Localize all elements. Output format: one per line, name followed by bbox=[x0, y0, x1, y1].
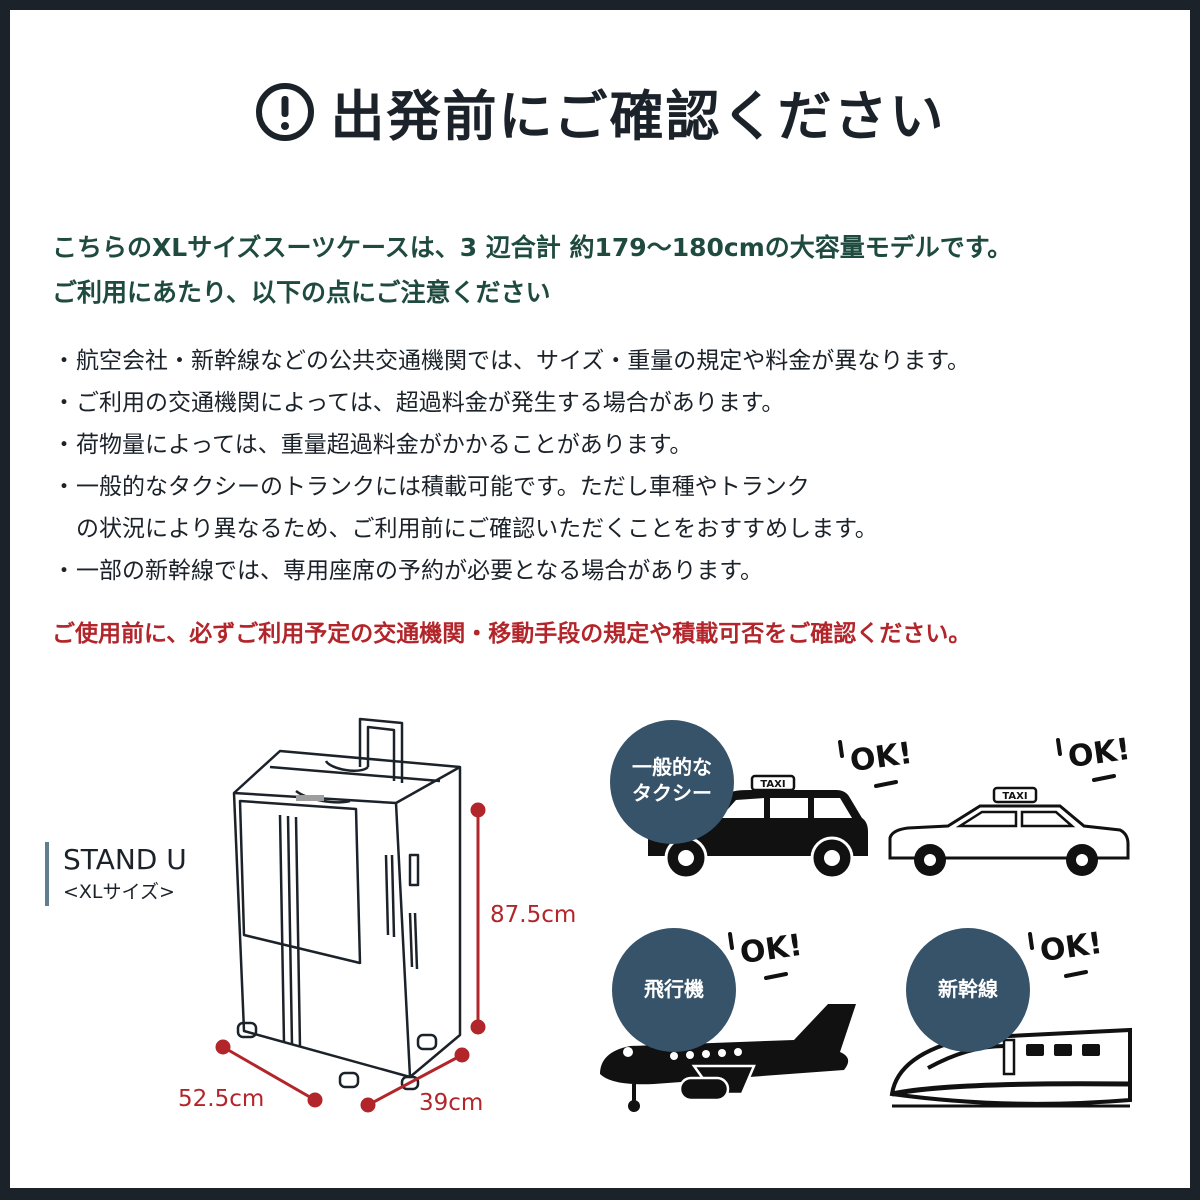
plane-badge bbox=[612, 928, 736, 1052]
note-item: ・一部の新幹線では、専用座席の予約が必要となる場合があります。 bbox=[52, 558, 764, 584]
note-item: ・航空会社・新幹線などの公共交通機関では、サイズ・重量の規定や料金が異なります。 bbox=[52, 348, 971, 374]
depth-dimension: 39cm bbox=[419, 1090, 484, 1116]
taxi-badge bbox=[610, 720, 734, 844]
width-dimension: 52.5cm bbox=[178, 1086, 265, 1112]
dimension-lines bbox=[215, 802, 486, 1113]
product-size-label: <XLサイズ> bbox=[63, 881, 175, 903]
taxi-badge-label: 一般的な タクシー bbox=[632, 755, 712, 805]
intro-line-2: ご利用にあたり、以下の点にご注意ください bbox=[52, 278, 551, 307]
note-item-continuation: の状況により異なるため、ご利用前にご確認いただくことをおすすめします。 bbox=[76, 516, 878, 542]
exclamation-circle-icon bbox=[255, 82, 314, 141]
train-badge bbox=[906, 928, 1030, 1052]
product-name: STAND U bbox=[63, 843, 187, 876]
note-item: ・一般的なタクシーのトランクには積載可能です。ただし車種やトランク bbox=[52, 474, 810, 500]
note-item: ・ご利用の交通機関によっては、超過料金が発生する場合があります。 bbox=[52, 390, 785, 416]
warning-text: ご使用前に、必ずご利用予定の交通機関・移動手段の規定や積載可否をご確認ください。 bbox=[52, 621, 972, 647]
intro-line-1: こちらのXLサイズスーツケースは、3 辺合計 約179～180cmの大容量モデル… bbox=[52, 233, 1013, 262]
notes-list: ・航空会社・新幹線などの公共交通機関では、サイズ・重量の規定や料金が異なります。… bbox=[52, 340, 971, 592]
train-badge-label: 新幹線 bbox=[938, 977, 998, 1001]
white-taxi-icon: TAXI bbox=[888, 786, 1130, 876]
page-title: 出発前にご確認ください bbox=[0, 72, 1200, 151]
title-text: 出発前にご確認ください bbox=[330, 85, 946, 148]
black-taxi-icon: TAXI bbox=[648, 774, 868, 880]
suitcase-illustration bbox=[232, 717, 462, 1091]
taxi-sign-text: TAXI bbox=[760, 779, 785, 790]
height-dimension: 87.5cm bbox=[490, 902, 577, 928]
airplane-icon bbox=[600, 1004, 856, 1112]
plane-badge-label: 飛行機 bbox=[644, 977, 704, 1001]
taxi-sign-text: TAXI bbox=[1002, 791, 1027, 802]
note-item: ・荷物量によっては、重量超過料金がかかることがあります。 bbox=[52, 432, 693, 458]
product-label: STAND U <XLサイズ> bbox=[45, 842, 187, 906]
